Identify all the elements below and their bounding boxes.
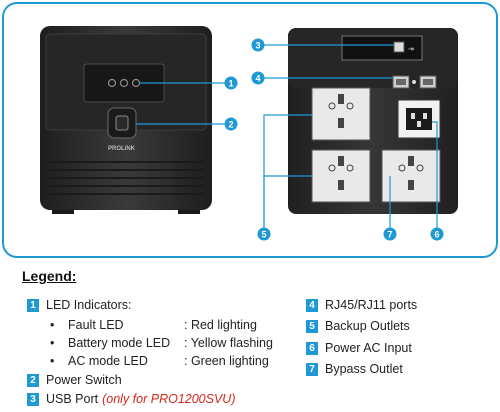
ac-mode-led [131,78,141,88]
legend-item-backup-outlets: 5 Backup Outlets [306,319,410,333]
legend-label: LED Indicators: [46,298,132,312]
legend-item-rj45-ports: 4 RJ45/RJ11 ports [306,298,417,312]
callout-markers: 1 2 3 4 5 6 7 [224,38,444,241]
legend-label: USB Port [46,392,99,406]
legend-note: (only for PRO1200SVU) [102,392,236,406]
power-ac-input [397,99,441,139]
callout-3: 3 [255,41,260,51]
legend-label: Bypass Outlet [325,362,403,376]
led-desc: : Yellow flashing [184,336,273,350]
ups-diagram: PROLiNK ⇥ [2,2,498,258]
battery-mode-led [119,78,129,88]
callout-5: 5 [261,230,266,240]
legend-num: 2 [27,373,39,387]
brand-logo: PROLiNK [108,146,136,152]
legend-label: Power AC Input [325,341,412,355]
callout-4: 4 [255,74,260,84]
usb-port-panel [341,35,423,61]
callout-7: 7 [387,230,392,240]
usb-port [393,41,405,53]
legend-title: Legend: [22,268,77,284]
led-name: Fault LED [68,318,124,332]
led-desc: : Red lighting [184,318,257,332]
legend-num: 7 [306,362,318,376]
callout-1: 1 [228,79,233,89]
svg-text:⇥: ⇥ [408,45,414,53]
legend-item-usb-port: 3 USB Port (only for PRO1200SVU) [27,392,236,406]
backup-outlet-1 [311,87,371,141]
legend-num: 3 [27,392,39,406]
callout-6: 6 [434,230,439,240]
legend-label: Power Switch [46,373,122,387]
led-detail-battery: •Battery mode LED : Yellow flashing [50,336,273,350]
legend-label: RJ45/RJ11 ports [325,298,418,312]
led-detail-fault: •Fault LED : Red lighting [50,318,257,332]
backup-outlet-2 [311,149,371,203]
rj45-rj11-ports [392,75,437,89]
ups-front-view: PROLiNK [40,26,212,214]
legend: Legend: 1 LED Indicators: •Fault LED : R… [0,262,500,412]
legend-item-bypass-outlet: 7 Bypass Outlet [306,362,403,376]
legend-num: 5 [306,319,318,333]
legend-item-led-indicators: 1 LED Indicators: [27,298,131,312]
bypass-outlet [381,149,441,203]
ups-back-view: ⇥ [288,28,458,214]
legend-num: 4 [306,298,318,312]
callout-leaders [136,44,438,232]
led-name: AC mode LED [68,354,148,368]
led-detail-ac: •AC mode LED : Green lighting [50,354,269,368]
callout-2: 2 [228,120,233,130]
led-desc: : Green lighting [184,354,269,368]
legend-num: 1 [27,298,39,312]
led-name: Battery mode LED [68,336,171,350]
legend-num: 6 [306,341,318,355]
legend-item-power-ac-input: 6 Power AC Input [306,341,412,355]
front-vent-grille [48,161,204,195]
legend-item-power-switch: 2 Power Switch [27,373,122,387]
fault-led [107,78,117,88]
legend-label: Backup Outlets [325,319,410,333]
